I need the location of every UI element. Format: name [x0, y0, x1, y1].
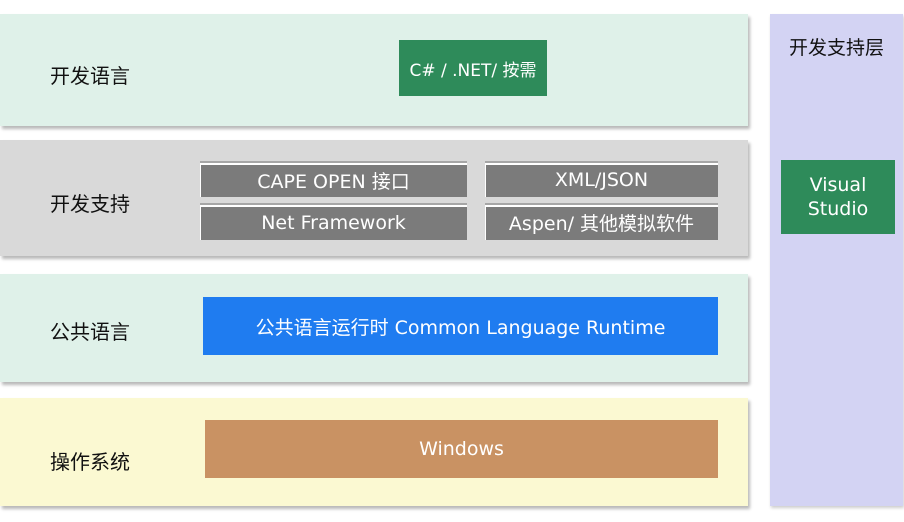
common-language-layer: 公共语言 公共语言运行时 Common Language Runtime [0, 274, 748, 382]
dev-language-layer: 开发语言 C# / .NET/ 按需 [0, 14, 748, 126]
xml-json-box: XML/JSON [485, 161, 718, 197]
clr-box: 公共语言运行时 Common Language Runtime [203, 297, 718, 355]
common-language-label: 公共语言 [50, 320, 130, 344]
os-layer: 操作系统 Windows [0, 398, 748, 506]
visual-studio-box: Visual Studio [781, 160, 895, 234]
cape-open-interface-box: CAPE OPEN 接口 [200, 161, 467, 197]
windows-box: Windows [205, 420, 718, 478]
aspen-simulation-box: Aspen/ 其他模拟软件 [485, 203, 718, 240]
net-framework-box: Net Framework [200, 203, 467, 240]
dev-support-sidebar: 开发支持层 Visual Studio [770, 14, 903, 506]
os-label: 操作系统 [50, 450, 130, 474]
dev-support-label: 开发支持 [50, 192, 130, 216]
dev-support-layer: 开发支持 CAPE OPEN 接口 XML/JSON Net Framework… [0, 140, 748, 256]
dev-language-label: 开发语言 [50, 64, 130, 88]
csharp-dotnet-box: C# / .NET/ 按需 [399, 40, 547, 96]
sidebar-title: 开发支持层 [788, 37, 884, 59]
